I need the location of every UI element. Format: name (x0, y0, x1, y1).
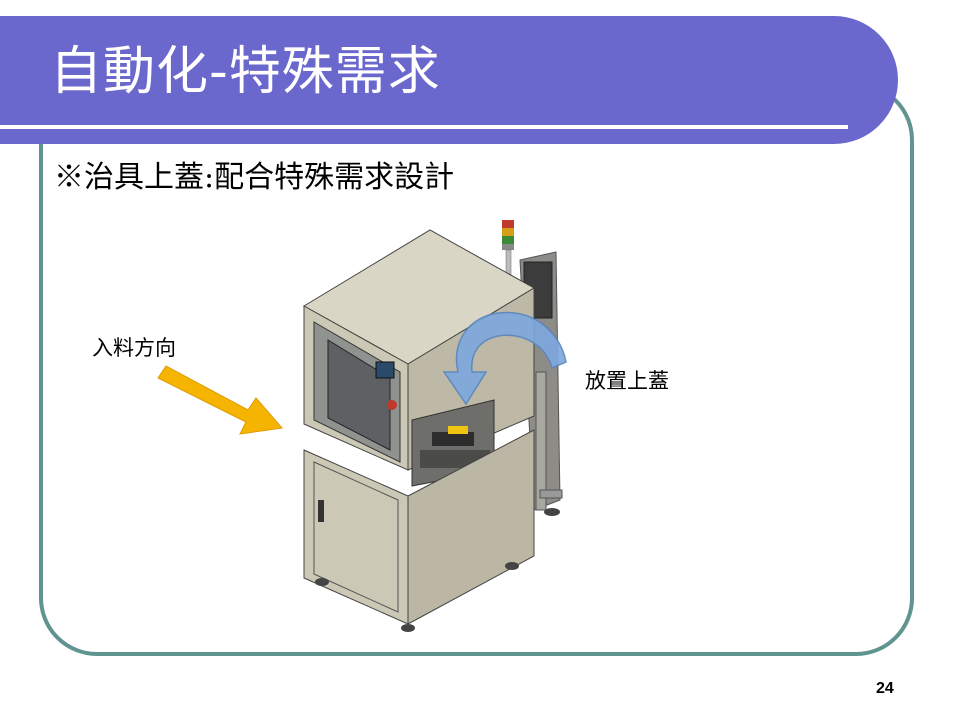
feed-arrow-icon (157, 365, 283, 435)
page-number: 24 (876, 680, 894, 697)
place-cover-label: 放置上蓋 (585, 369, 669, 393)
lower-cabinet (303, 429, 535, 632)
rotate-arrow-icon (442, 311, 567, 406)
slide-title: 自動化-特殊需求 (50, 42, 441, 102)
feed-direction-label: 入料方向 (92, 336, 176, 360)
title-band (0, 16, 898, 144)
title-underline (0, 125, 848, 129)
slide-subtitle: ※治具上蓋:配合特殊需求設計 (54, 160, 455, 195)
